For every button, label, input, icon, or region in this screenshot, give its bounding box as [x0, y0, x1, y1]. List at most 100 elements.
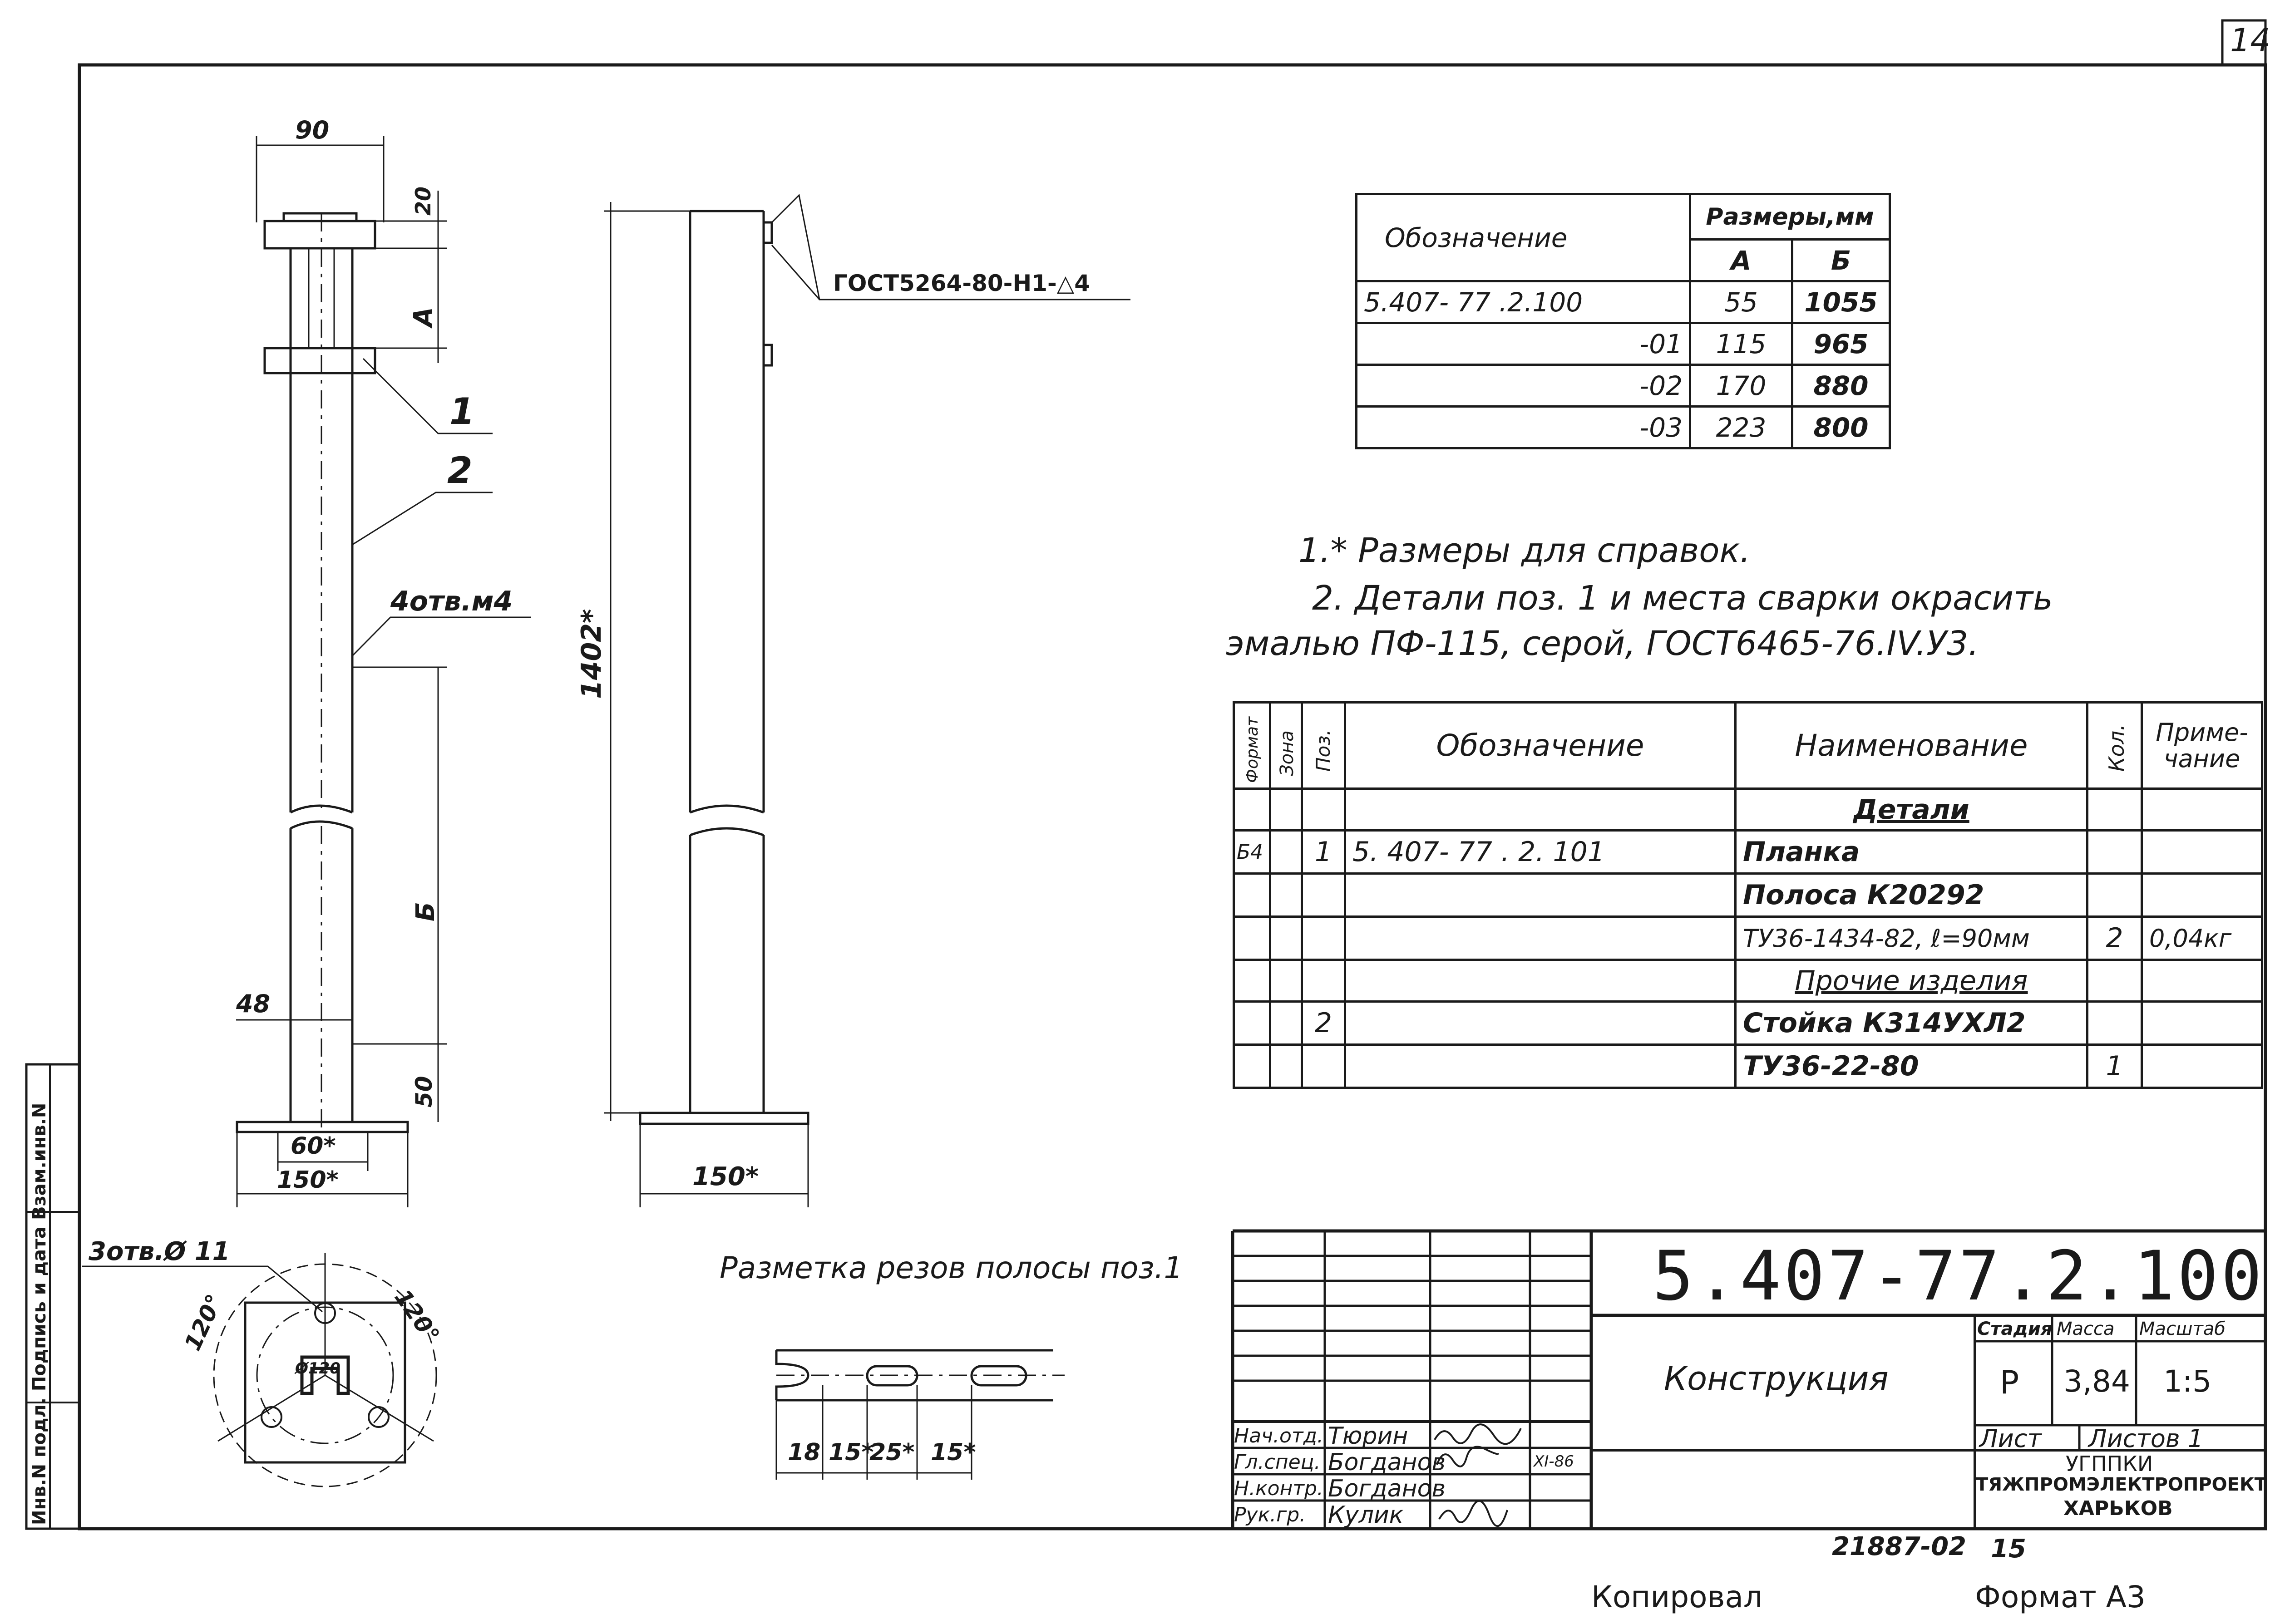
- size-table: Обозначение Размеры,мм А Б 5.407- 77 .2.…: [1355, 193, 1891, 449]
- spec-cell: ТУ36-1434-82, ℓ=90мм: [1734, 915, 2088, 961]
- spec-cell: 1: [1301, 829, 1346, 875]
- spec-cell: [2141, 787, 2263, 832]
- spec-cell: 2: [2086, 915, 2143, 961]
- spec-cell: [1301, 959, 1346, 1003]
- signatures: [1434, 1423, 1522, 1527]
- spec-cell: [1344, 959, 1737, 1003]
- title-block-grid: [1231, 1229, 2265, 1529]
- signer-name: Тюрин: [1328, 1422, 1408, 1450]
- scale-label: Масштаб: [2139, 1319, 2226, 1339]
- drawing-frame: [78, 63, 2267, 1530]
- signer-role: Гл.спец.: [1234, 1451, 1321, 1474]
- spec-cell: [1301, 872, 1346, 918]
- spec-header-note: Приме-чание: [2141, 701, 2263, 790]
- spec-cell: [2141, 872, 2263, 918]
- size-table-col-a: А: [1689, 238, 1793, 282]
- note-2-line-1: 2. Детали поз. 1 и места сварки окрасить: [1312, 579, 2053, 618]
- stage-value: Р: [2000, 1364, 2019, 1401]
- cut-dim-15b: 15*: [931, 1439, 976, 1466]
- spec-cell: [1269, 1043, 1303, 1089]
- mass-value: 3,84: [2063, 1364, 2130, 1399]
- spec-table: Формат Зона Поз. Обозначение Наименовани…: [1233, 701, 2263, 1089]
- dim-60: 60*: [291, 1132, 336, 1160]
- spec-cell: [1269, 787, 1303, 832]
- sign-date: XI-86: [1534, 1452, 1574, 1471]
- spec-cell: [1344, 1043, 1737, 1089]
- spec-cell: Б4: [1233, 829, 1271, 875]
- spec-cell: [1269, 959, 1303, 1003]
- spec-cell: [2086, 872, 2143, 918]
- spec-header-pos-text: Поз.: [1312, 729, 1334, 772]
- spec-cell: [1233, 1000, 1271, 1046]
- spec-header-format: Формат: [1233, 701, 1271, 790]
- signer-name: Кулик: [1328, 1501, 1404, 1529]
- spec-cell: 5. 407- 77 . 2. 101: [1344, 829, 1737, 875]
- spec-cell: [1269, 915, 1303, 961]
- side-stamp-text: Инв.N подл. Подпись и дата Взам.инв.N: [29, 1102, 50, 1525]
- note-2-line-2: эмалью ПФ-115, серой, ГОСТ6465-76.IV.У3.: [1226, 624, 1979, 663]
- document-number: 5.407-77.2.100: [1653, 1237, 2265, 1316]
- spec-cell: [1233, 1043, 1271, 1089]
- size-row-a: 170: [1689, 364, 1793, 408]
- spec-cell: 1: [2086, 1043, 2143, 1089]
- size-row-designation: 5.407- 77 .2.100: [1355, 280, 1691, 324]
- page-number: 14: [2230, 22, 2270, 59]
- side-stamp-strip: [25, 1063, 81, 1530]
- spec-cell: [1233, 959, 1271, 1003]
- spec-cell: [2086, 959, 2143, 1003]
- callout-2: 2: [447, 449, 473, 492]
- size-row-designation: -03: [1355, 405, 1691, 449]
- spec-cell: [1269, 1000, 1303, 1046]
- spec-section-details: Детали: [1734, 787, 2088, 832]
- size-table-header-sizes: Размеры,мм: [1688, 193, 1891, 241]
- dim-height: 1402*: [576, 609, 607, 699]
- plan-circle-dia: Ø120: [295, 1359, 340, 1378]
- spec-header-qty: Кол.: [2086, 701, 2143, 790]
- side-view: [604, 193, 1130, 1207]
- signer-role: Рук.гр.: [1234, 1503, 1306, 1526]
- signer-role: Нач.отд.: [1234, 1424, 1323, 1447]
- size-table-col-b: Б: [1791, 238, 1891, 282]
- spec-header-format-text: Формат: [1243, 716, 1262, 783]
- spec-cell: 2: [1301, 1000, 1346, 1046]
- size-row-designation: -01: [1355, 322, 1691, 366]
- plan-view: [82, 1253, 437, 1487]
- sheet-label: Лист: [1979, 1424, 2042, 1453]
- spec-header-zone: Зона: [1269, 701, 1303, 790]
- dim-top-width: 90: [295, 116, 330, 144]
- dim-a: А: [409, 307, 438, 327]
- size-row-b: 1055: [1791, 280, 1891, 324]
- spec-cell: [2086, 829, 2143, 875]
- org-line-3: ХАРЬКОВ: [2063, 1497, 2173, 1520]
- spec-cell: [1344, 787, 1737, 832]
- weld-reference: ГОСТ5264-80-Н1-△4: [833, 270, 1091, 296]
- dim-150-front: 150*: [277, 1166, 339, 1194]
- plan-holes-label: 3отв.Ø 11: [89, 1237, 230, 1266]
- spec-cell: [1344, 872, 1737, 918]
- size-row-b: 965: [1791, 322, 1891, 366]
- size-row-b: 800: [1791, 405, 1891, 449]
- note-1: 1.* Размеры для справок.: [1298, 531, 1751, 570]
- spec-header-designation: Обозначение: [1344, 701, 1737, 790]
- org-line-1: УГППКИ: [2066, 1452, 2153, 1476]
- spec-cell: [1301, 915, 1346, 961]
- spec-cell: Полоса К20292: [1734, 872, 2088, 918]
- cut-layout-title: Разметка резов полосы поз.1: [720, 1250, 1183, 1285]
- cut-dim-18: 18: [788, 1439, 821, 1466]
- copy-label: Копировал: [1591, 1580, 1763, 1614]
- front-view: [236, 136, 531, 1207]
- size-row-designation: -02: [1355, 364, 1691, 408]
- stage-label: Стадия: [1977, 1319, 2053, 1339]
- product-name: Конструкция: [1664, 1359, 1889, 1398]
- cut-layout-view: [775, 1349, 1065, 1480]
- spec-cell: [2141, 829, 2263, 875]
- spec-cell: ТУ36-22-80: [1734, 1043, 2088, 1089]
- spec-cell: 0,04кг: [2141, 915, 2263, 961]
- spec-header-zone-text: Зона: [1277, 730, 1298, 776]
- signer-role: Н.контр.: [1234, 1477, 1323, 1500]
- spec-cell: [1233, 915, 1271, 961]
- spec-cell: [2086, 1000, 2143, 1046]
- spec-cell: Планка: [1734, 829, 2088, 875]
- spec-cell: Стойка К314УХЛ2: [1734, 1000, 2088, 1046]
- size-row-a: 55: [1689, 280, 1793, 324]
